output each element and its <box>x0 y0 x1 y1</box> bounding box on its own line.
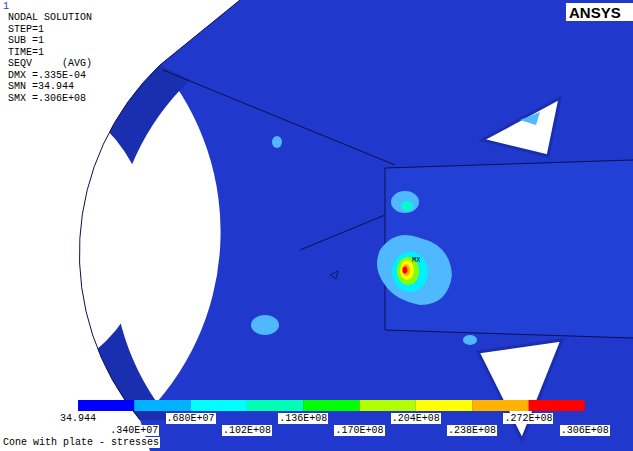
stress-contour <box>402 264 410 276</box>
info-line: SMX =.306E+08 <box>8 93 86 104</box>
scale-value: .102E+08 <box>222 425 272 436</box>
info-line: STEP=1 <box>8 24 44 35</box>
color-band <box>303 400 359 411</box>
edge-line <box>163 70 395 165</box>
model-body <box>140 0 633 451</box>
stress-contour <box>377 235 452 305</box>
info-line: SEQV (AVG) <box>8 58 92 69</box>
info-line: SUB =1 <box>8 35 44 46</box>
scale-value: .680E+07 <box>166 413 216 424</box>
color-band <box>191 400 247 411</box>
edge-lines <box>79 0 633 420</box>
edge-line <box>160 0 240 65</box>
scale-value: .136E+08 <box>278 413 328 424</box>
info-line: 1 <box>3 1 9 12</box>
scale-value: .272E+08 <box>503 413 553 424</box>
edge-line <box>79 65 160 420</box>
scale-value: .170E+08 <box>334 425 384 436</box>
bore-hole <box>0 85 150 385</box>
notch <box>482 98 560 156</box>
color-band <box>360 400 416 411</box>
color-bar <box>78 400 585 411</box>
stress-contour <box>272 136 282 148</box>
stress-contour <box>520 112 540 125</box>
logo-ground <box>566 3 633 21</box>
plot-caption: Cone with plate - stresses <box>2 437 160 448</box>
color-band <box>528 400 584 411</box>
max-marker: MX <box>412 256 420 264</box>
stress-contour <box>391 191 419 213</box>
color-band <box>472 400 528 411</box>
scale-value: .204E+08 <box>391 413 441 424</box>
stress-contour <box>463 335 477 345</box>
scale-value: 34.944 <box>59 413 97 424</box>
color-band <box>134 400 190 411</box>
info-line: NODAL SOLUTION <box>8 12 92 23</box>
min-marker <box>330 271 338 279</box>
stress-contour <box>403 267 408 274</box>
color-band <box>78 400 134 411</box>
edge-line <box>385 160 633 168</box>
color-band <box>416 400 472 411</box>
edge-line <box>300 215 385 250</box>
stress-contour <box>392 252 428 292</box>
scale-value: .340E+07 <box>109 425 159 436</box>
logo-text: ANSYS <box>569 4 621 21</box>
stress-contour <box>251 315 279 335</box>
stress-contour <box>401 201 413 211</box>
stress-contour <box>400 260 414 280</box>
scale-value: .238E+08 <box>447 425 497 436</box>
scale-value: .306E+08 <box>560 425 610 436</box>
color-band <box>247 400 303 411</box>
info-line: DMX =.335E-04 <box>8 70 86 81</box>
info-line: TIME=1 <box>8 47 44 58</box>
info-line: SMN =34.944 <box>8 81 74 92</box>
